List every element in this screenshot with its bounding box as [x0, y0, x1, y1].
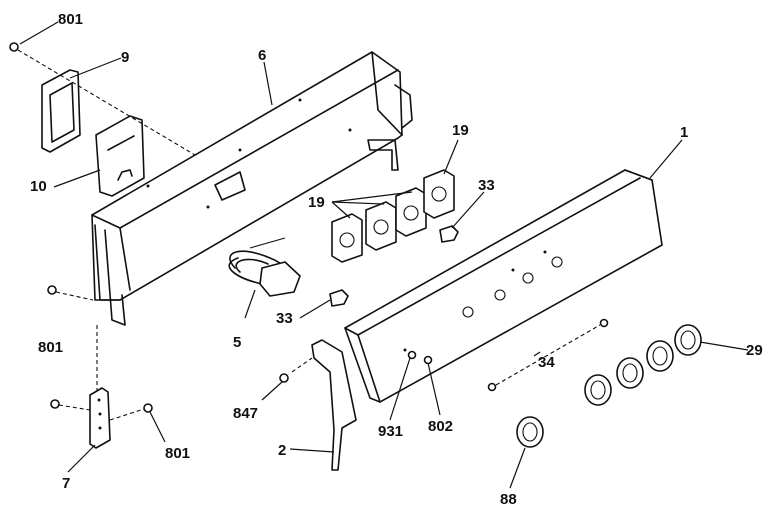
- label-2: 2: [278, 442, 286, 459]
- label-7: 7: [62, 475, 70, 492]
- switch-part-19-b: [365, 201, 397, 251]
- knob-1: [584, 374, 612, 406]
- clip-part-33-top: [439, 225, 459, 243]
- rear-panel-part-6: [91, 51, 413, 326]
- knob-3: [646, 340, 674, 372]
- label-88: 88: [500, 491, 517, 508]
- screw-801-mid: [47, 285, 94, 301]
- label-801-mid: 801: [38, 339, 63, 356]
- trim-part-2: [291, 339, 357, 471]
- control-panel-part-1: [344, 169, 663, 403]
- screw-801-low: [50, 399, 91, 411]
- screw-801-top: [9, 42, 196, 156]
- wire-harness-part-5: [228, 237, 301, 297]
- label-5: 5: [233, 334, 241, 351]
- label-847: 847: [233, 405, 258, 422]
- switch-part-19-a: [331, 213, 363, 263]
- label-931: 931: [378, 423, 403, 440]
- label-19-left: 19: [308, 194, 325, 211]
- knob-holes: [403, 250, 563, 352]
- label-802: 802: [428, 418, 453, 435]
- knobs-part-29: [584, 324, 702, 406]
- label-9: 9: [121, 49, 129, 66]
- leader-lines: [19, 21, 749, 489]
- knob-2: [616, 357, 644, 389]
- screw-801-bot: [109, 403, 153, 421]
- clip-part-33-mid: [329, 289, 349, 307]
- bracket-part-10: [95, 115, 145, 197]
- callout-labels: 801 9 6 10 19 19 33 1 801 5 33 29 34 847…: [30, 11, 763, 508]
- switch-part-19-c: [395, 187, 427, 237]
- label-29: 29: [746, 342, 763, 359]
- switch-part-19-d: [423, 169, 455, 219]
- bracket-part-7: [89, 325, 111, 449]
- label-6: 6: [258, 47, 266, 64]
- label-801-top: 801: [58, 11, 83, 28]
- bracket-part-9: [41, 69, 81, 153]
- label-10: 10: [30, 178, 47, 195]
- label-19-top: 19: [452, 122, 469, 139]
- label-34: 34: [538, 354, 555, 371]
- screw-847: [279, 373, 289, 383]
- label-33-mid: 33: [276, 310, 293, 327]
- label-801-bot: 801: [165, 445, 190, 462]
- knob-part-88: [516, 416, 544, 448]
- stem-part-34: [487, 318, 609, 392]
- label-1: 1: [680, 124, 688, 141]
- label-33-top: 33: [478, 177, 495, 194]
- knob-4: [674, 324, 702, 356]
